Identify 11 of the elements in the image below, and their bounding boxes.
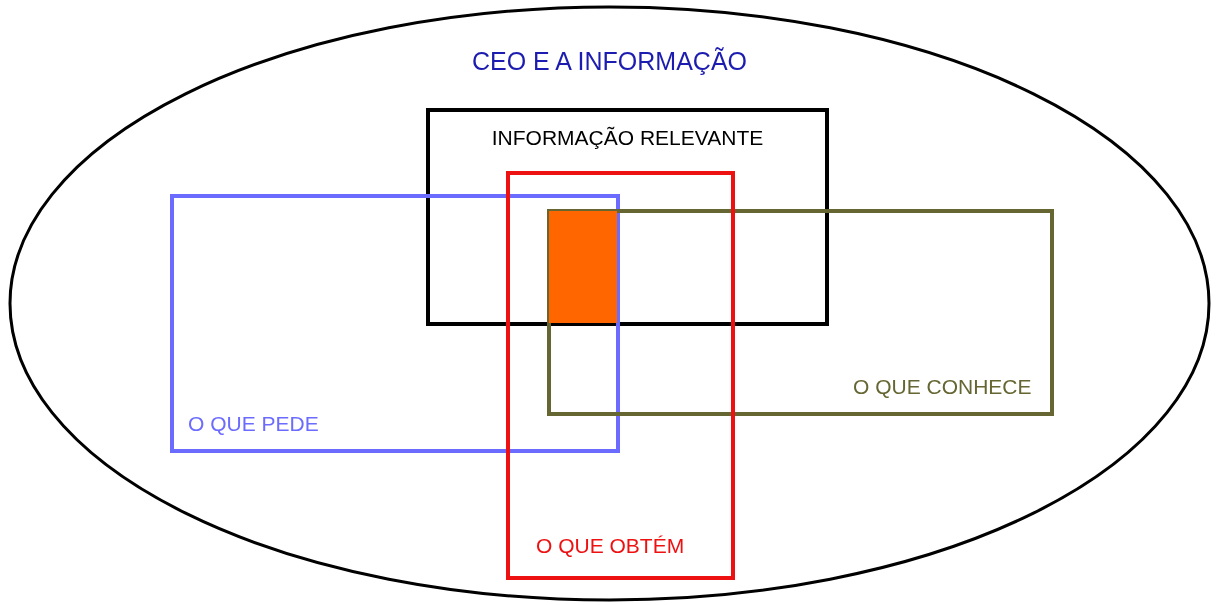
node-label: O QUE CONHECE	[853, 375, 1032, 399]
region-box	[426, 108, 829, 326]
region-box	[547, 209, 1054, 416]
ellipse-node	[8, 5, 1211, 602]
node-label: CEO E A INFORMAÇÃO	[471, 47, 748, 76]
node-label: O QUE PEDE	[188, 412, 319, 436]
highlight-box	[549, 211, 617, 323]
region-box	[506, 171, 735, 580]
node-label: INFORMAÇÃO RELEVANTE	[491, 126, 764, 150]
region-box	[170, 194, 620, 453]
node-label: O QUE OBTÉM	[536, 534, 685, 558]
